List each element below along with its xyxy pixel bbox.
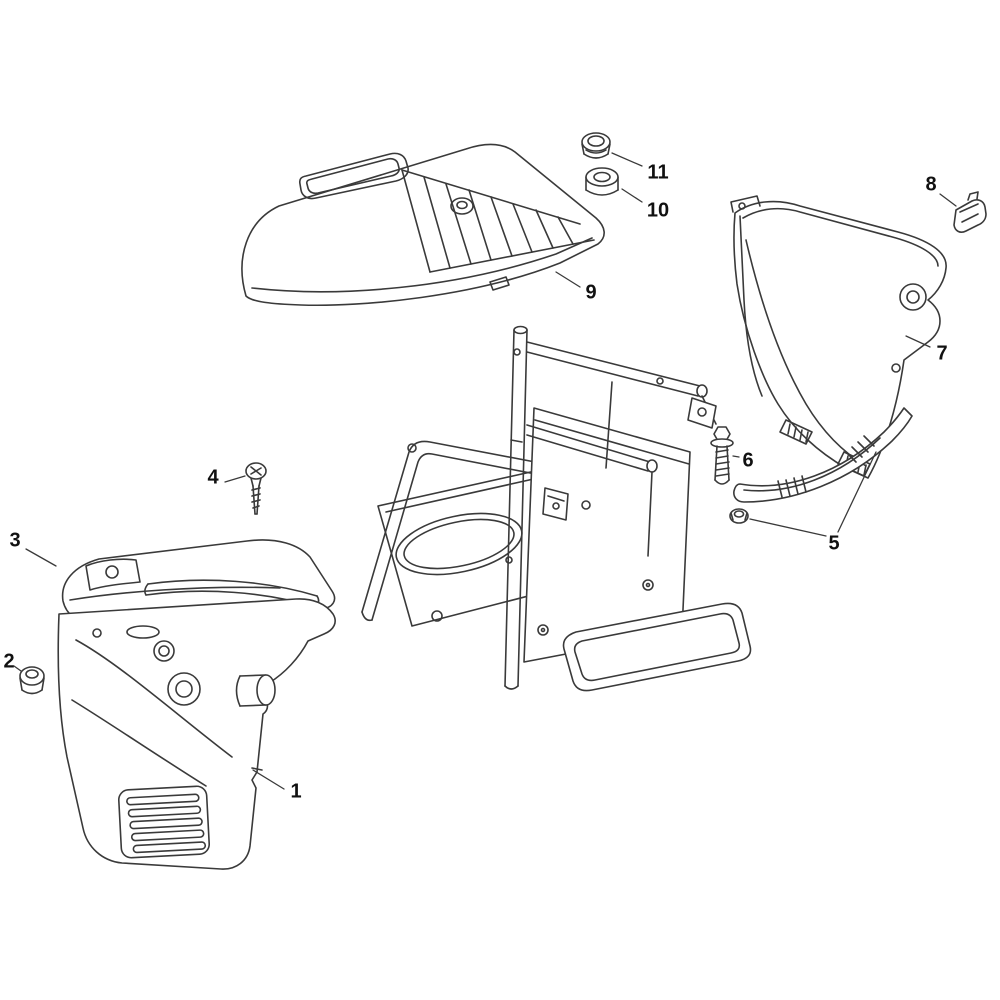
leader-line-6: [732, 455, 740, 458]
leader-line-9: [555, 271, 581, 288]
part-4-screw: [245, 462, 267, 515]
callout-3: 3: [9, 529, 21, 552]
part-7-right-panel: [730, 195, 947, 479]
callout-6: 6: [742, 449, 754, 472]
leader-line-8: [939, 193, 957, 207]
leader-line-11: [611, 152, 643, 167]
callout-8: 8: [925, 173, 937, 196]
part-9-hood: [241, 143, 605, 307]
part-8-clip: [953, 191, 987, 233]
leader-line-1: [252, 769, 285, 790]
part-2-cap-nut: [19, 666, 45, 695]
part-10-bushing: [585, 167, 619, 196]
part-11-cap: [581, 132, 611, 159]
callout-2: 2: [3, 650, 15, 673]
callout-9: 9: [585, 281, 597, 304]
callout-4: 4: [207, 466, 219, 489]
frame-assembly: [361, 325, 752, 692]
part-1-main-housing: [57, 598, 336, 870]
leader-lines: [13, 152, 957, 790]
callout-11: 11: [647, 161, 669, 184]
callout-1: 1: [290, 780, 302, 803]
leader-line-4: [224, 475, 246, 483]
leader-line-2: [13, 665, 22, 672]
callout-5: 5: [828, 532, 840, 555]
callout-10: 10: [646, 199, 670, 222]
leader-line-3: [25, 548, 57, 567]
leader-line-5b: [837, 451, 877, 533]
leader-line-5a: [749, 518, 827, 537]
leader-line-10: [621, 188, 643, 203]
callout-7: 7: [936, 342, 948, 365]
part-5-handle-bar: [729, 407, 913, 524]
part-6-bolt: [710, 426, 734, 485]
leader-line-7: [905, 335, 931, 348]
